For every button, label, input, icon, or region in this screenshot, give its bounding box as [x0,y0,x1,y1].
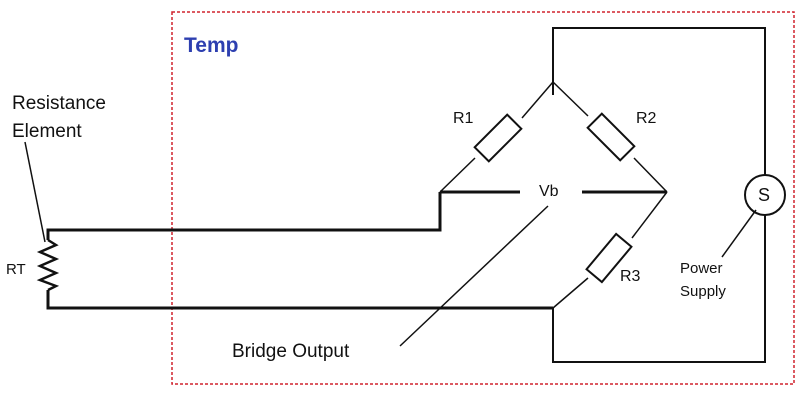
power-supply-label-line1: Power [680,260,723,277]
bridge-arm-r2-top [552,81,589,117]
resistance-element-label-line1: Resistance [12,93,106,114]
r1-label: R1 [453,110,474,127]
supply-wire-bottom [552,215,766,363]
resistance-element-leader [24,141,46,243]
rt-resistance-element [36,238,60,292]
r3-label: R3 [620,268,641,285]
lead-wire-top [46,192,442,240]
lead-wire-bottom [46,290,553,310]
supply-wire-top [552,27,766,175]
vb-label: Vb [539,183,559,200]
bridge-output-leader [399,205,549,347]
resistor-r2 [586,112,636,162]
bridge-arm-r2-bottom [633,157,668,193]
r2-label: R2 [636,110,657,127]
resistor-r3 [585,232,633,284]
source-symbol-label: S [758,185,771,205]
power-source-symbol [744,174,786,216]
bridge-arm-r1-bottom [439,157,476,193]
power-supply-leader [721,209,757,258]
resistor-r1 [473,113,523,163]
bridge-arm-r3-bottom [552,277,589,309]
power-supply-label-line2: Supply [680,283,726,300]
bridge-arm-r3-top [631,191,668,239]
bridge-arm-r1-top [521,81,554,119]
rt-label: RT [6,261,26,278]
temp-enclosure-border [171,11,795,385]
diagram-title: Temp [184,34,239,57]
bridge-output-label: Bridge Output [232,341,350,362]
resistance-element-label-line2: Element [12,121,82,142]
